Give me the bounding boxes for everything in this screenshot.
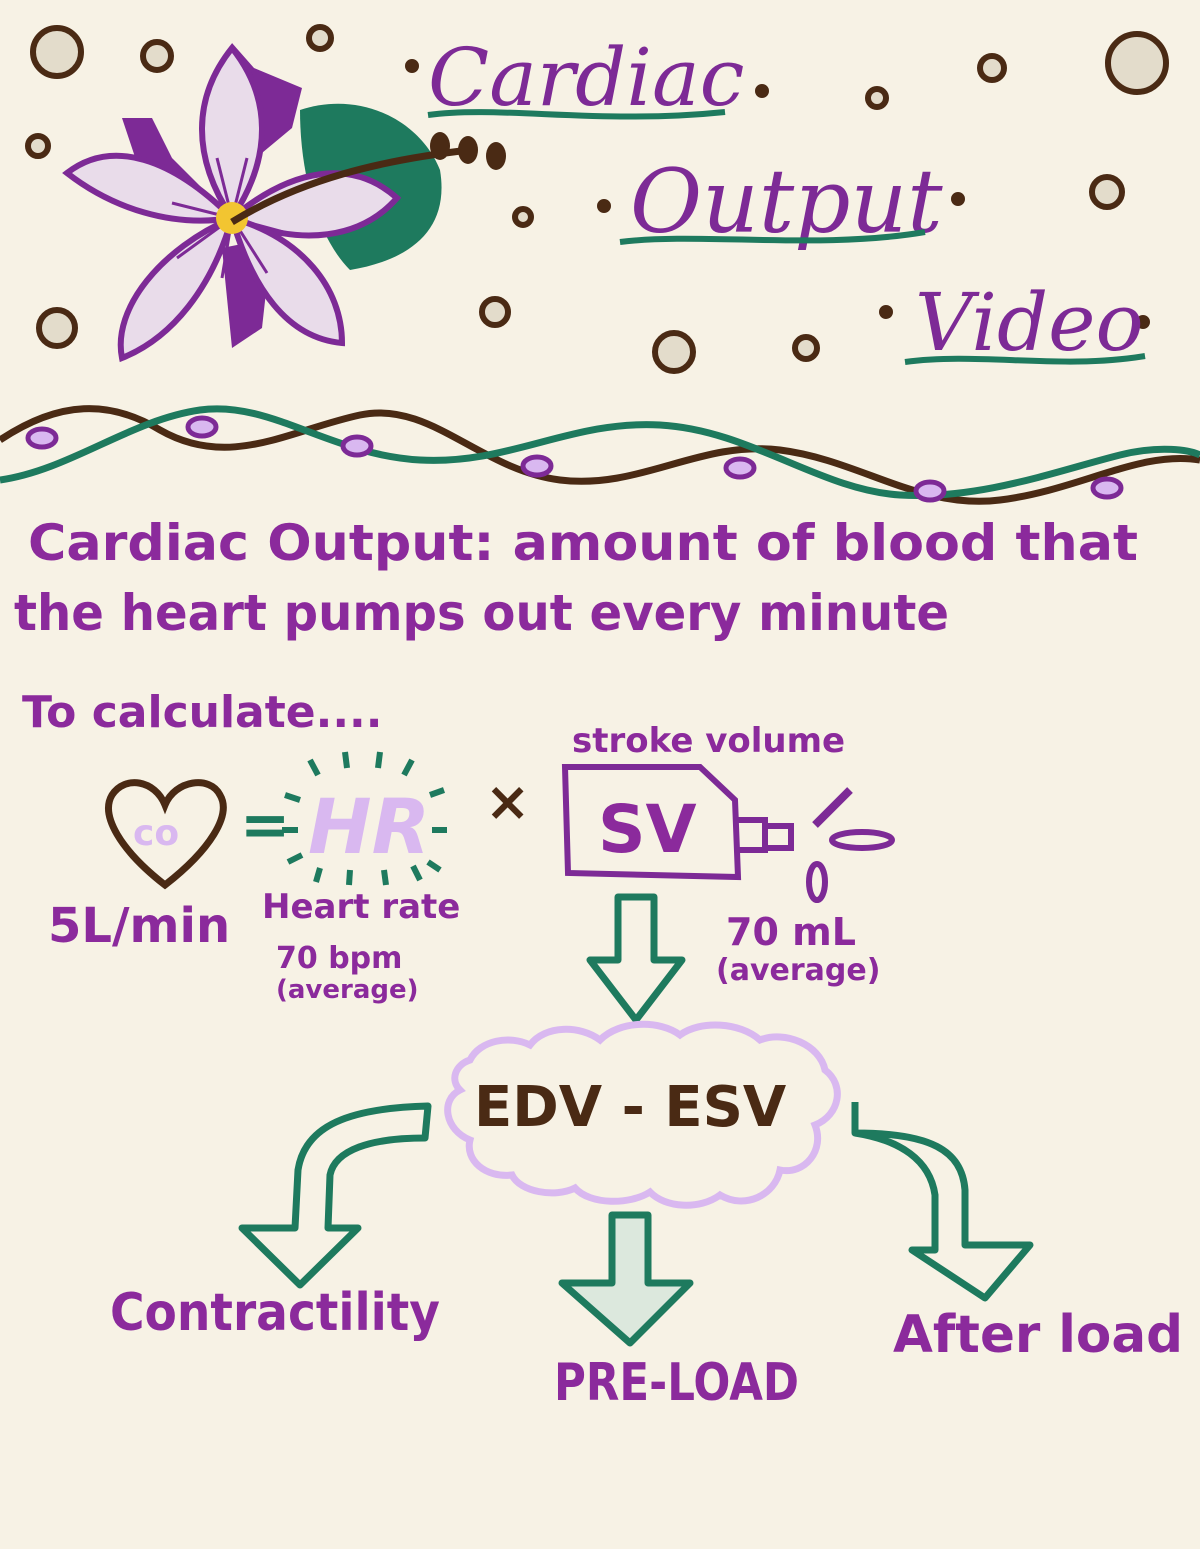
hr-label: HR [308, 782, 430, 871]
sv-label: SV [598, 791, 697, 868]
hr-note: (average) [276, 975, 419, 1005]
title: Cardiac Output Video [427, 31, 1146, 369]
hr-caption: Heart rate [262, 887, 460, 927]
heart-icon: co [105, 779, 227, 890]
sv-formula: EDV - ESV [474, 1075, 787, 1140]
calculate-label: To calculate.... [22, 687, 383, 738]
definition-line-2: the heart pumps out every minute [14, 584, 949, 642]
times-sign: × [485, 770, 530, 833]
factor-contractility: Contractility [110, 1283, 440, 1343]
cloud-icon: EDV - ESV [444, 1020, 841, 1209]
hr-value: 70 bpm [276, 941, 402, 976]
factor-preload: PRE-LOAD [554, 1353, 799, 1413]
arrow-down-icon [586, 893, 686, 1024]
definition-line-1: Cardiac Output: amount of blood that [28, 514, 1138, 572]
co-value: 5L/min [48, 898, 230, 954]
factor-afterload: After load [893, 1305, 1183, 1365]
wave-divider [0, 405, 1200, 505]
sv-caption: stroke volume [572, 721, 845, 761]
title-line-3: Video [915, 276, 1144, 369]
sv-value: 70 mL [726, 910, 856, 954]
equals-sign: = [240, 790, 290, 860]
sv-note: (average) [716, 953, 880, 988]
hr-sunburst [282, 751, 447, 886]
syringe-icon [561, 764, 895, 903]
flower-icon [62, 43, 506, 363]
factor-arrows [238, 1102, 1034, 1347]
title-line-1: Cardiac [428, 31, 744, 124]
co-label: co [133, 813, 179, 854]
decorative-dots [25, 24, 1169, 374]
